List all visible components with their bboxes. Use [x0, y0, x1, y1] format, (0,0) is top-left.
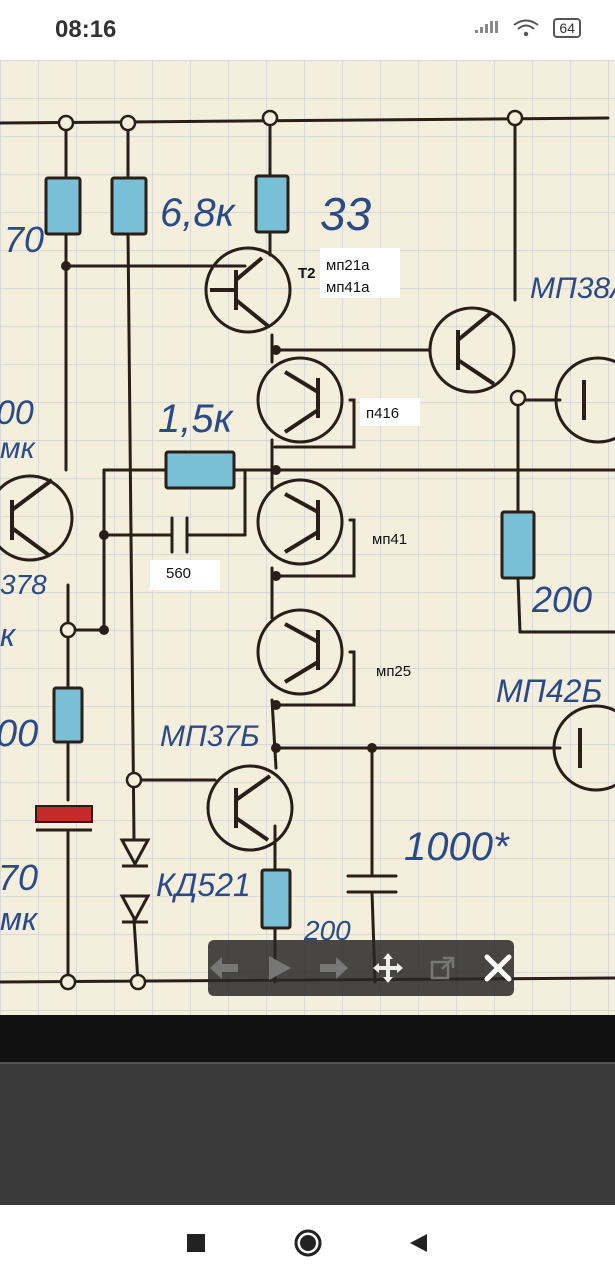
status-icons: 64 — [475, 18, 581, 38]
move-icon[interactable] — [372, 950, 405, 986]
label-left-00: 00 — [0, 394, 34, 432]
label-mp37b: МП37Б — [160, 720, 260, 753]
viewer-bottom-bar — [0, 1015, 615, 1062]
external-link-icon[interactable] — [427, 950, 460, 986]
label-mp42b: МП42Б — [496, 673, 602, 709]
label-left-k: к — [0, 617, 17, 653]
image-viewer-toolbar — [208, 940, 514, 996]
label-t2-part-b: мп41а — [326, 279, 370, 296]
recents-button[interactable] — [178, 1225, 214, 1261]
label-6-8k: 6,8к — [160, 191, 237, 235]
play-icon[interactable] — [263, 950, 296, 986]
wifi-icon — [513, 19, 540, 37]
label-t2-part-a: мп21а — [326, 257, 370, 274]
label-mp41: мп41 — [372, 531, 407, 548]
signal-icon — [475, 21, 499, 33]
label-left-70: 70 — [0, 857, 38, 898]
label-left-00b: 00 — [0, 713, 38, 755]
close-icon[interactable] — [481, 950, 514, 986]
schematic-image: 70 6,8к 33 МП38А 1,5к 200 МП42Б МП37Б КД… — [0, 60, 615, 1015]
label-p416: п416 — [366, 405, 399, 422]
label-mp38a: МП38А — [530, 272, 615, 305]
label-left-mk: мк — [0, 432, 37, 465]
image-viewer[interactable]: 70 6,8к 33 МП38А 1,5к 200 МП42Б МП37Б КД… — [0, 60, 615, 1015]
home-button[interactable] — [290, 1225, 326, 1261]
label-left-378: 378 — [0, 569, 47, 600]
label-t2: T2 — [298, 265, 316, 282]
label-200-right: 200 — [531, 579, 592, 620]
label-1-5k: 1,5к — [158, 397, 235, 441]
label-r-top-left: 70 — [4, 219, 44, 260]
label-kd521: КД521 — [156, 867, 251, 903]
bottom-panel — [0, 1062, 615, 1207]
back-button[interactable] — [400, 1225, 436, 1261]
status-bar: 08:16 64 — [0, 0, 615, 60]
battery-indicator: 64 — [553, 18, 581, 38]
label-1000: 1000* — [404, 825, 510, 869]
clock: 08:16 — [55, 16, 117, 43]
prev-arrow-icon[interactable] — [208, 950, 241, 986]
label-33: 33 — [320, 188, 372, 240]
label-mp25: мп25 — [376, 663, 411, 680]
label-560: 560 — [166, 565, 191, 582]
navigation-bar — [0, 1205, 615, 1280]
label-left-mk2: мк — [0, 901, 39, 937]
next-arrow-icon[interactable] — [317, 950, 350, 986]
